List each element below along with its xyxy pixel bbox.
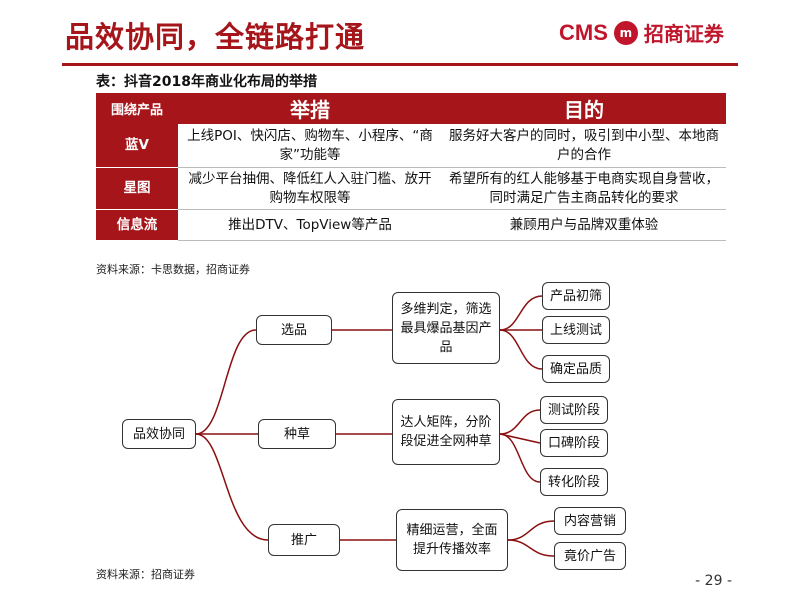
table-cell-measure: 减少平台抽佣、降低红人入驻门槛、放开购物车权限等 xyxy=(178,167,442,210)
column-header-purpose: 目的 xyxy=(442,93,726,124)
connector-leaf xyxy=(499,409,541,435)
tree-leaf: 产品初筛 xyxy=(542,282,610,310)
table-header-row: 围绕产品 举措 目的 xyxy=(96,93,726,124)
connector-root-branch3 xyxy=(195,433,269,541)
tree-leaf: 竟价广告 xyxy=(554,542,626,570)
table-cell-measure: 上线POI、快闪店、购物车、小程序、“商家”功能等 xyxy=(178,124,442,168)
tree-root: 品效协同 xyxy=(122,419,196,449)
tree-branch-promote: 推广 xyxy=(268,524,340,556)
tree-leaf: 转化阶段 xyxy=(540,468,608,496)
tree-leaf: 测试阶段 xyxy=(540,396,608,424)
table-cell-purpose: 兼顾用户与品牌双重体验 xyxy=(442,209,726,241)
row-header: 信息流 xyxy=(96,209,178,241)
table-cell-purpose: 希望所有的红人能够基于电商实现自身营收，同时满足广告主商品转化的要求 xyxy=(442,167,726,210)
tree-leaf: 上线测试 xyxy=(542,316,610,344)
table-row: 信息流 推出DTV、TopView等产品 兼顾用户与品牌双重体验 xyxy=(96,209,726,241)
table-row: 蓝V 上线POI、快闪店、购物车、小程序、“商家”功能等 服务好大客户的同时，吸… xyxy=(96,124,726,168)
brand-logo: CMS m 招商证券 xyxy=(559,18,724,47)
table-cell-purpose: 服务好大客户的同时，吸引到中小型、本地商户的合作 xyxy=(442,124,726,168)
header-divider xyxy=(62,63,738,66)
tree-leaf: 内容营销 xyxy=(554,507,626,535)
page-title: 品效协同，全链路打通 xyxy=(65,20,366,54)
table-source: 资料来源：卡思数据，招商证券 xyxy=(96,263,250,276)
column-header-product: 围绕产品 xyxy=(96,93,178,124)
tree-detail-seed: 达人矩阵，分阶段促进全网种草 xyxy=(392,399,500,465)
column-header-measure: 举措 xyxy=(178,93,442,124)
tree-detail-select: 多维判定，筛选最具爆品基因产品 xyxy=(392,292,500,364)
table-caption: 表：抖音2018年商业化布局的举措 xyxy=(96,74,317,90)
row-header: 蓝V xyxy=(96,124,178,168)
tree-detail-promote: 精细运营，全面提升传播效率 xyxy=(396,509,508,571)
tree-leaf: 口碑阶段 xyxy=(540,429,608,457)
connector-root-branch1 xyxy=(195,329,257,435)
page-number: - 29 - xyxy=(695,573,732,589)
connector-leaf xyxy=(507,520,555,541)
row-header: 星图 xyxy=(96,167,178,210)
measures-table: 围绕产品 举措 目的 蓝V 上线POI、快闪店、购物车、小程序、“商家”功能等 … xyxy=(96,93,726,241)
brand-emblem-icon: m xyxy=(613,20,638,45)
connector-leaf xyxy=(499,329,543,370)
table-row: 星图 减少平台抽佣、降低红人入驻门槛、放开购物车权限等 希望所有的红人能够基于电… xyxy=(96,167,726,210)
connector-leaf xyxy=(499,295,543,331)
table-cell-measure: 推出DTV、TopView等产品 xyxy=(178,209,442,241)
connector-leaf xyxy=(507,539,555,557)
connector-leaf xyxy=(499,433,541,483)
tree-source: 资料来源：招商证券 xyxy=(96,568,195,581)
brand-en: CMS xyxy=(559,19,608,45)
brand-cn: 招商证券 xyxy=(643,22,724,46)
tree-branch-seed: 种草 xyxy=(258,419,336,449)
tree-leaf: 确定品质 xyxy=(542,355,610,383)
tree-branch-select: 选品 xyxy=(256,315,332,345)
